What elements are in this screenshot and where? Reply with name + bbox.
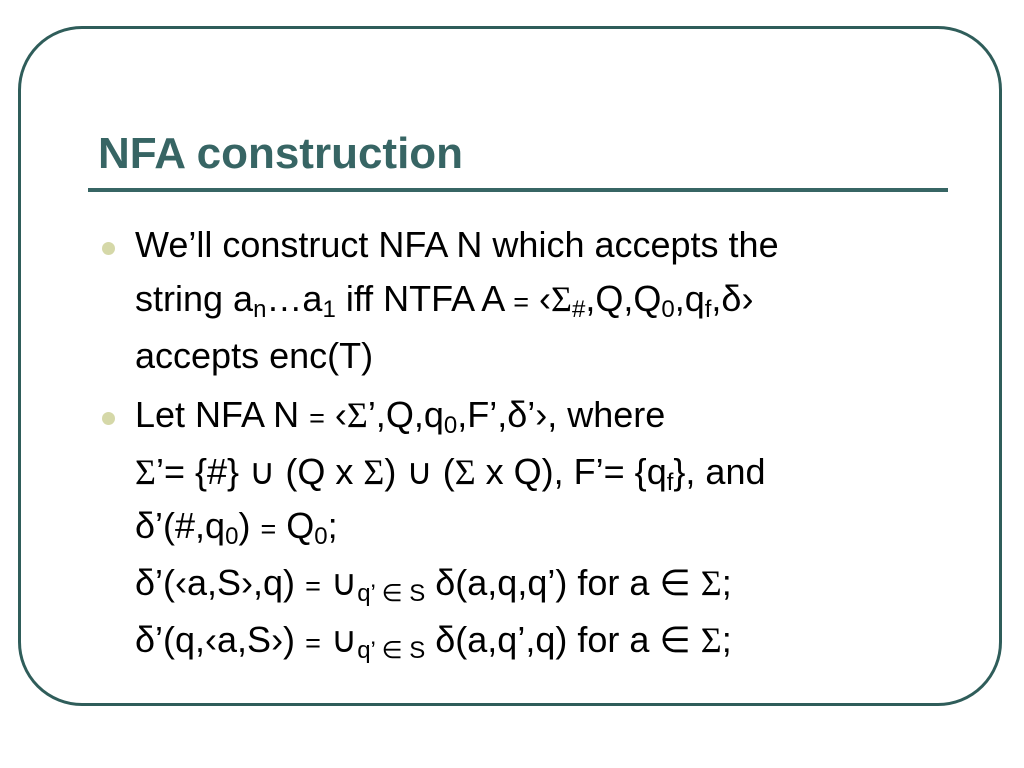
slide-title: NFA construction bbox=[98, 129, 464, 178]
math-symbol: Σ bbox=[551, 279, 572, 319]
text-line: We’ll construct NFA N which accepts the bbox=[135, 224, 779, 265]
slide-frame bbox=[18, 26, 1002, 706]
bullet-dot-icon bbox=[102, 242, 115, 255]
text-line: δ’(q,‹a,S›) = ∪q’ ∈ S δ(a,q’,q) for a ∈ … bbox=[135, 619, 732, 664]
text-line: Let NFA N = ‹Σ’,Q,q0,F’,δ’›, where bbox=[135, 394, 666, 439]
math-symbol: Σ bbox=[700, 620, 722, 660]
subscript: 0 bbox=[225, 523, 239, 550]
math-symbol: Σ bbox=[135, 452, 156, 492]
text-line: δ’(#,q0) = Q0; bbox=[135, 505, 338, 550]
bullet-dot-icon bbox=[102, 412, 115, 425]
math-symbol: Σ bbox=[363, 452, 385, 492]
math-symbol: ∈ bbox=[659, 620, 691, 660]
subscript: n bbox=[253, 296, 267, 323]
math-symbol: Σ bbox=[454, 452, 476, 492]
subscript: 0 bbox=[661, 296, 675, 323]
small-operator: = bbox=[305, 571, 321, 601]
title-underline bbox=[88, 188, 948, 192]
text-line: string an…a1 iff NTFA A = ‹Σ#,Q,Q0,qf,δ› bbox=[135, 278, 754, 323]
subscript: f bbox=[666, 469, 674, 496]
subscript: 0 bbox=[443, 412, 458, 439]
text-line: accepts enc(T) bbox=[135, 335, 374, 376]
small-operator: = bbox=[305, 628, 321, 658]
small-operator: = bbox=[309, 403, 325, 433]
math-symbol: Σ bbox=[346, 395, 368, 435]
bullet-text-1: We’ll construct NFA N which accepts the s… bbox=[135, 218, 779, 383]
small-operator: = bbox=[260, 514, 277, 544]
small-operator: = bbox=[513, 287, 530, 317]
math-symbol: ∈ bbox=[659, 563, 691, 603]
subscript: f bbox=[704, 296, 712, 323]
subscript: q’ ∈ S bbox=[357, 637, 426, 664]
text-line: Σ’= {#} ∪ (Q x Σ) ∪ (Σ x Q), F’= {qf}, a… bbox=[135, 451, 766, 496]
math-symbol: Σ bbox=[700, 563, 722, 603]
subscript: q’ ∈ S bbox=[357, 580, 426, 607]
text-line: δ’(‹a,S›,q) = ∪q’ ∈ S δ(a,q,q’) for a ∈ … bbox=[135, 562, 732, 607]
subscript: 0 bbox=[314, 523, 328, 550]
subscript: # bbox=[571, 296, 586, 323]
subscript: 1 bbox=[322, 296, 336, 323]
